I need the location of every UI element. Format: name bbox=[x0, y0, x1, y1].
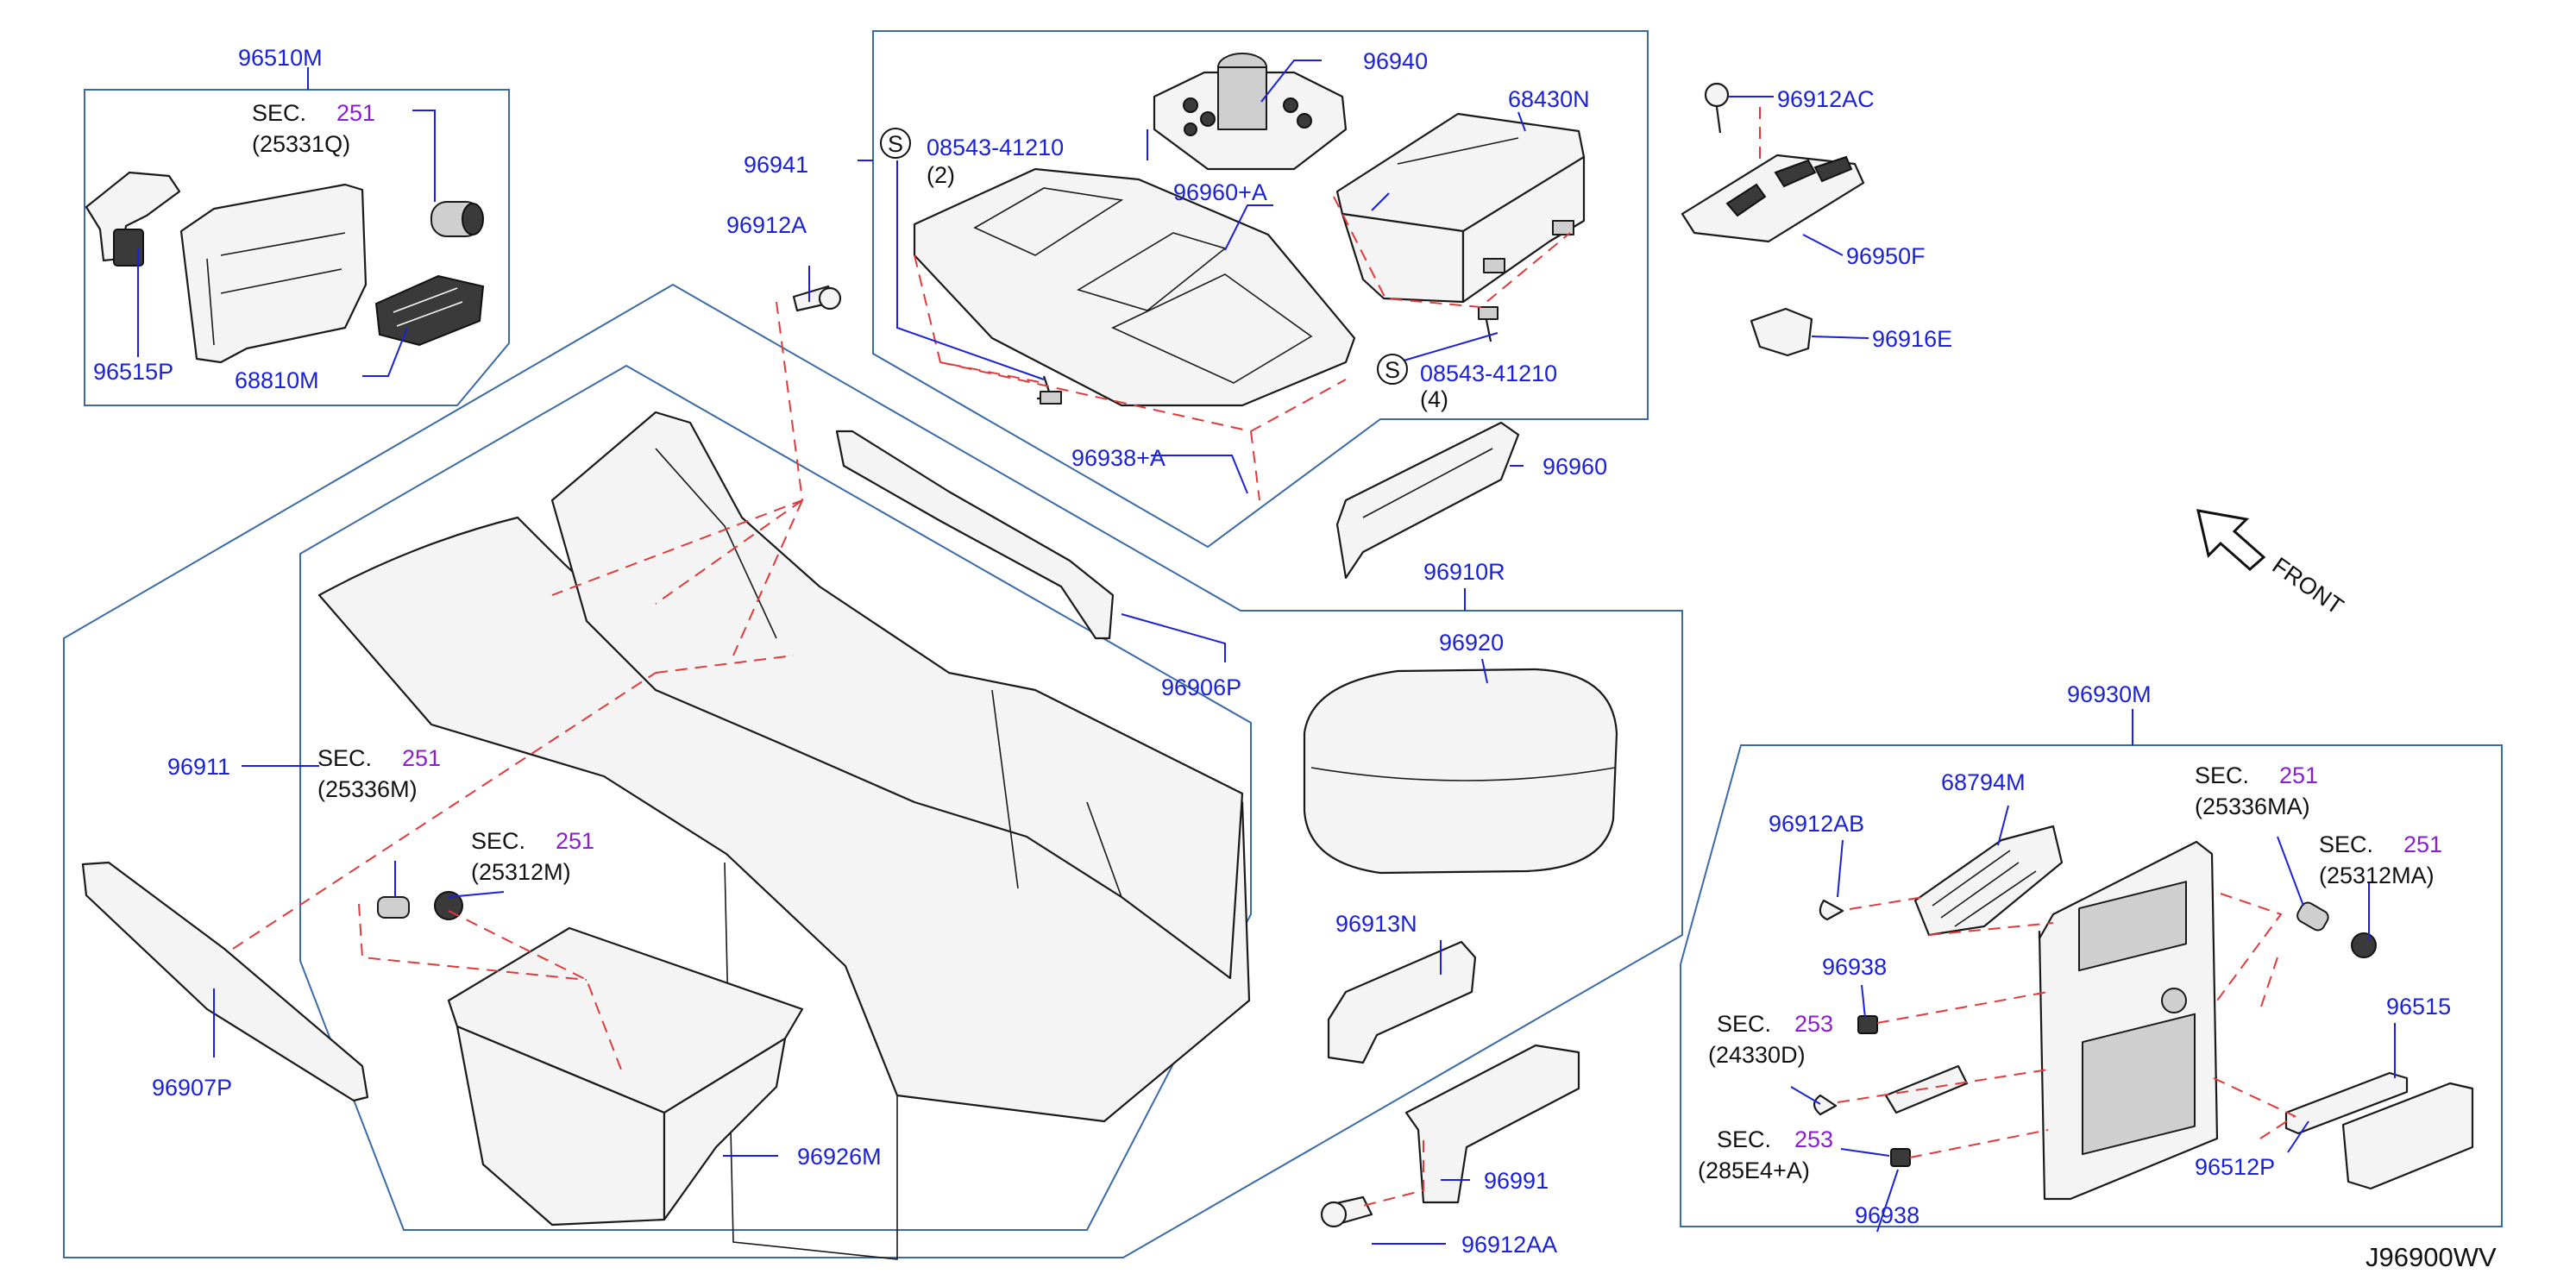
label-96916E: 96916E bbox=[1872, 326, 1952, 352]
sec-ref-285E4A: SEC. 253 (285E4+A) bbox=[1698, 1126, 1833, 1183]
part-68430N bbox=[1335, 112, 1586, 304]
label-68794M: 68794M bbox=[1941, 769, 2026, 795]
frame-96911 bbox=[63, 283, 1683, 1258]
section-references: SEC. 251 (25331Q) SEC. 251 (25336M) SEC.… bbox=[252, 100, 2442, 1183]
svg-text:253: 253 bbox=[1794, 1126, 1833, 1152]
front-arrow-icon bbox=[2196, 509, 2266, 571]
part-96510M bbox=[85, 171, 485, 364]
svg-text:(25331Q): (25331Q) bbox=[252, 131, 350, 157]
svg-text:253: 253 bbox=[1794, 1011, 1833, 1037]
part-96930M bbox=[2038, 840, 2219, 1201]
sec-ref-25336MA: SEC. 251 (25336MA) bbox=[2195, 762, 2318, 819]
screw-symbol-2 bbox=[1377, 354, 1408, 385]
sec-ref-25336M: SEC. 251 (25336M) bbox=[317, 745, 441, 802]
part-96950F bbox=[1681, 154, 1865, 243]
part-96515 bbox=[2284, 1071, 2474, 1190]
part-96991 bbox=[1404, 1044, 1580, 1204]
part-96926M bbox=[447, 926, 804, 1227]
svg-text:(25336MA): (25336MA) bbox=[2195, 794, 2310, 819]
label-96912AC: 96912AC bbox=[1777, 86, 1875, 112]
part-96960 bbox=[1335, 421, 1520, 580]
label-96912AA: 96912AA bbox=[1461, 1232, 1557, 1258]
label-96907P: 96907P bbox=[152, 1075, 232, 1101]
part-96940 bbox=[1153, 53, 1348, 171]
part-96907P bbox=[81, 861, 369, 1102]
screw-symbol-1 bbox=[880, 128, 911, 159]
label-96920: 96920 bbox=[1439, 630, 1504, 656]
frame-96510M bbox=[84, 89, 510, 406]
part-68794M bbox=[1913, 825, 2064, 937]
svg-text:251: 251 bbox=[402, 745, 441, 771]
screw-symbol-text-2: S bbox=[1385, 357, 1400, 383]
label-96913N: 96913N bbox=[1335, 911, 1417, 937]
frame-96926M bbox=[299, 364, 1252, 1231]
svg-text:(25336M): (25336M) bbox=[317, 776, 418, 802]
label-96938A: 96938+A bbox=[1071, 445, 1165, 471]
sec-ref-25312M: SEC. 251 (25312M) bbox=[471, 828, 594, 885]
part-96913N bbox=[1327, 940, 1477, 1064]
label-96938-a: 96938 bbox=[1822, 954, 1887, 980]
label-96950F: 96950F bbox=[1846, 243, 1926, 269]
frame-96941 bbox=[872, 30, 1649, 549]
label-96991: 96991 bbox=[1484, 1168, 1549, 1194]
svg-text:SEC.: SEC. bbox=[317, 745, 372, 771]
svg-text:(25312MA): (25312MA) bbox=[2319, 863, 2435, 888]
label-96930M: 96930M bbox=[2067, 681, 2152, 707]
label-96960A: 96960+A bbox=[1173, 179, 1267, 205]
svg-text:(285E4+A): (285E4+A) bbox=[1698, 1158, 1810, 1183]
svg-text:(25312M): (25312M) bbox=[471, 859, 571, 885]
screw-symbols: S S bbox=[880, 128, 1408, 385]
svg-text:251: 251 bbox=[2279, 762, 2318, 788]
frame-96930M bbox=[1680, 744, 2503, 1227]
svg-text:251: 251 bbox=[2403, 831, 2442, 857]
sec-ref-25312MA: SEC. 251 (25312MA) bbox=[2319, 831, 2442, 888]
label-68430N: 68430N bbox=[1508, 86, 1590, 112]
svg-text:SEC.: SEC. bbox=[2319, 831, 2373, 857]
quantity-4: (4) bbox=[1420, 386, 1448, 412]
label-96912AB: 96912AB bbox=[1769, 811, 1864, 837]
label-96910R: 96910R bbox=[1423, 559, 1505, 585]
front-arrow: FRONT bbox=[2196, 509, 2348, 619]
quantity-labels: (2) (4) bbox=[927, 162, 1448, 412]
svg-text:251: 251 bbox=[556, 828, 594, 854]
svg-text:(24330D): (24330D) bbox=[1708, 1042, 1806, 1068]
front-label: FRONT bbox=[2268, 552, 2348, 619]
part-96911 bbox=[317, 411, 1251, 1260]
label-96941: 96941 bbox=[744, 152, 808, 178]
dashed-guides bbox=[232, 107, 2297, 1207]
part-96906P bbox=[835, 430, 1115, 640]
svg-text:SEC.: SEC. bbox=[1717, 1011, 1771, 1037]
quantity-2: (2) bbox=[927, 162, 955, 188]
label-08543-41210-a: 08543-41210 bbox=[927, 135, 1064, 160]
label-96510M: 96510M bbox=[238, 45, 323, 71]
label-96515: 96515 bbox=[2386, 994, 2451, 1020]
svg-text:SEC.: SEC. bbox=[471, 828, 525, 854]
svg-text:SEC.: SEC. bbox=[252, 100, 306, 126]
part-96920 bbox=[1303, 668, 1618, 875]
svg-text:SEC.: SEC. bbox=[1717, 1126, 1771, 1152]
frame-lines bbox=[63, 30, 2503, 1258]
diagram-id: J96900WV bbox=[2366, 1242, 2497, 1272]
small-parts bbox=[377, 891, 2377, 1167]
svg-text:SEC.: SEC. bbox=[2195, 762, 2249, 788]
label-96938-b: 96938 bbox=[1855, 1202, 1919, 1228]
label-96512P: 96512P bbox=[2195, 1154, 2275, 1180]
part-labels: 96510M 96515P 68810M 96941 96912A 96940 … bbox=[93, 45, 2451, 1258]
label-96926M: 96926M bbox=[797, 1144, 882, 1170]
part-96916E bbox=[1750, 307, 1813, 357]
leader-lines bbox=[137, 60, 2396, 1245]
label-96960: 96960 bbox=[1542, 454, 1607, 480]
sec-ref-25331Q: SEC. 251 (25331Q) bbox=[252, 100, 375, 157]
label-08543-41210-b: 08543-41210 bbox=[1420, 361, 1557, 386]
label-96912A: 96912A bbox=[726, 212, 807, 238]
screw-symbol-text-1: S bbox=[888, 131, 903, 157]
label-68810M: 68810M bbox=[235, 367, 319, 393]
sec-ref-24330D: SEC. 253 (24330D) bbox=[1708, 1011, 1833, 1068]
svg-text:251: 251 bbox=[336, 100, 375, 126]
label-96911: 96911 bbox=[167, 754, 230, 780]
label-96940: 96940 bbox=[1363, 48, 1428, 74]
label-96906P: 96906P bbox=[1161, 675, 1241, 700]
label-96515P: 96515P bbox=[93, 359, 173, 385]
